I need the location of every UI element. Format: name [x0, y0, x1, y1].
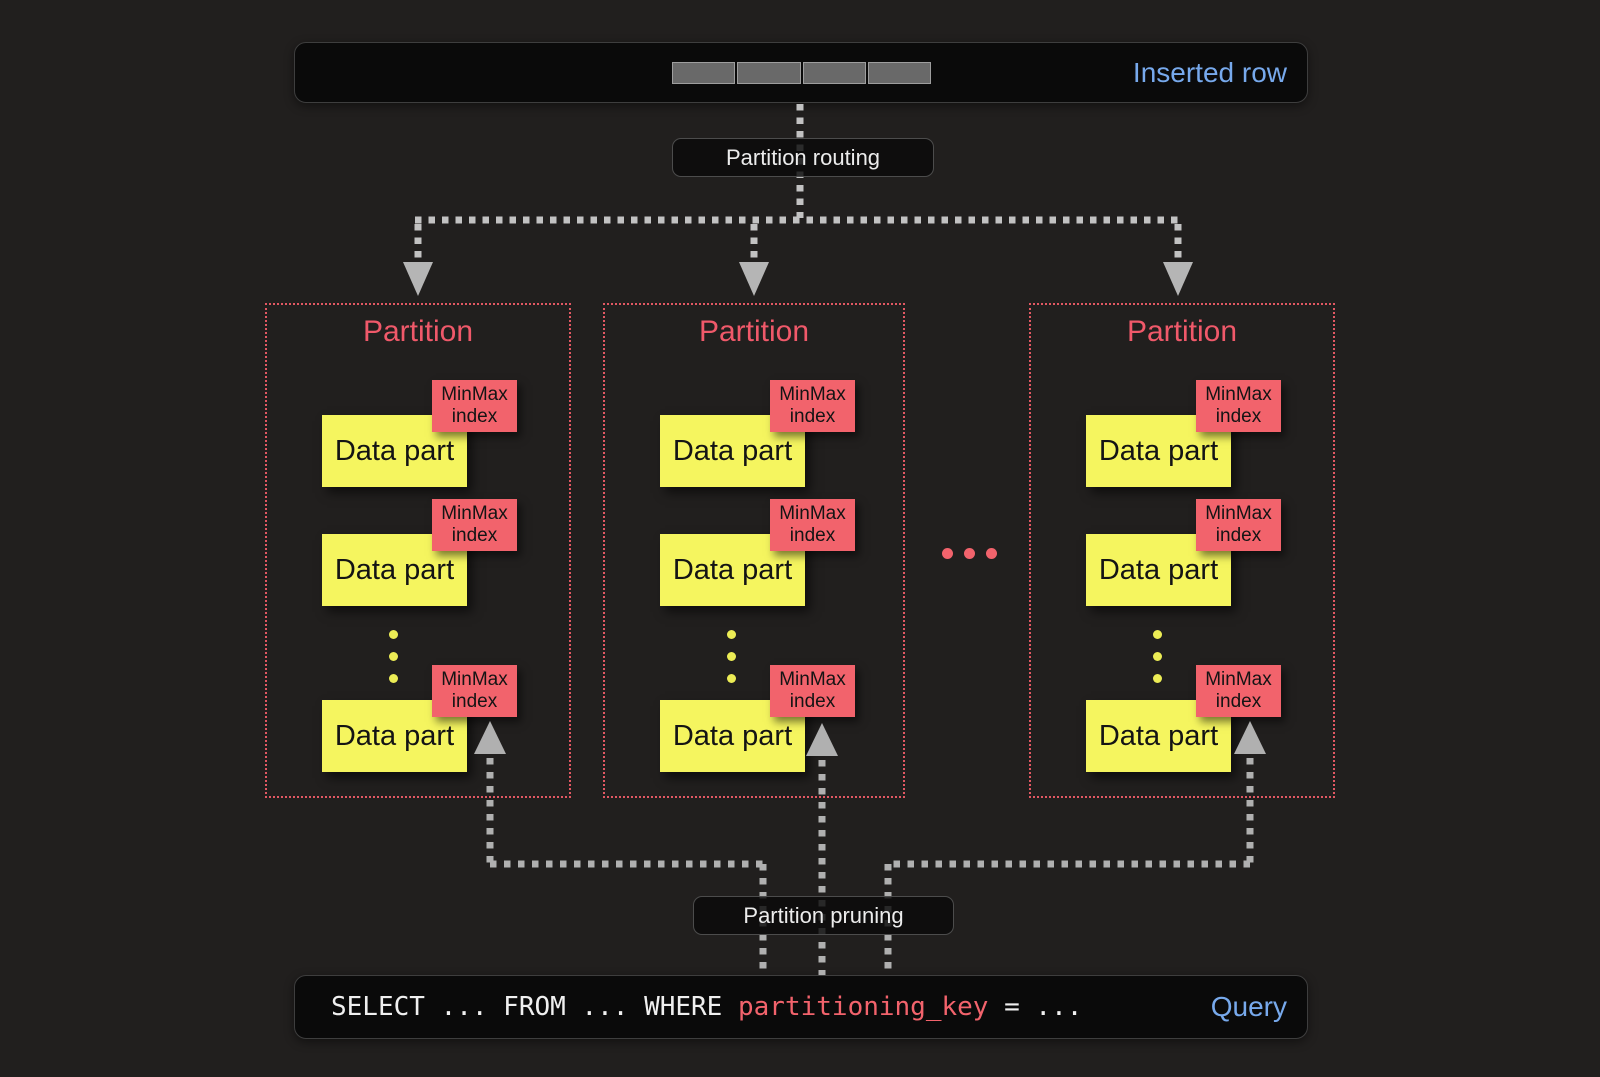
- more-parts-dot: [727, 630, 736, 639]
- partition-routing-label: Partition routing: [672, 138, 934, 177]
- partition-title: Partition: [362, 315, 474, 348]
- row-segment: [672, 62, 736, 84]
- more-parts-dot: [389, 630, 398, 639]
- more-partitions-dot: [964, 548, 975, 559]
- more-parts-dot: [727, 652, 736, 661]
- minmax-index-tag: MinMax index: [1196, 380, 1281, 432]
- partition-box-1: Partition MinMax index Data part MinMax …: [265, 303, 571, 798]
- partition-box-3: Partition MinMax index Data part MinMax …: [1029, 303, 1335, 798]
- minmax-index-tag: MinMax index: [432, 499, 517, 551]
- more-parts-dot: [1153, 674, 1162, 683]
- partition-routing-text: Partition routing: [725, 144, 881, 170]
- minmax-index-tag: MinMax index: [770, 665, 855, 717]
- more-parts-dot: [727, 674, 736, 683]
- more-parts-dot: [389, 674, 398, 683]
- partition-title: Partition: [698, 315, 810, 348]
- query-box: SELECT ... FROM ... WHERE partitioning_k…: [294, 975, 1308, 1039]
- more-parts-dot: [389, 652, 398, 661]
- row-segment: [802, 62, 866, 84]
- routing-arrows: [414, 104, 1182, 262]
- data-part-box: Data part: [1086, 534, 1231, 606]
- sql-query-text: SELECT ... FROM ... WHERE partitioning_k…: [331, 992, 1082, 1022]
- data-part-box: Data part: [1086, 700, 1231, 772]
- partition-title: Partition: [1126, 315, 1238, 348]
- data-part-box: Data part: [322, 700, 467, 772]
- more-parts-dot: [1153, 630, 1162, 639]
- inserted-row-segments: [672, 62, 931, 84]
- more-parts-dot: [1153, 652, 1162, 661]
- sql-text-before: SELECT ... FROM ... WHERE: [331, 992, 723, 1022]
- inserted-row-box: Inserted row: [294, 42, 1308, 103]
- sql-partitioning-key: partitioning_key: [738, 992, 989, 1022]
- routing-arrowheads: [403, 262, 1193, 296]
- minmax-index-tag: MinMax index: [770, 499, 855, 551]
- more-partitions-dot: [942, 548, 953, 559]
- partition-pruning-text: Partition pruning: [743, 902, 904, 928]
- minmax-index-tag: MinMax index: [1196, 499, 1281, 551]
- query-label: Query: [1210, 991, 1287, 1022]
- minmax-index-tag: MinMax index: [432, 380, 517, 432]
- minmax-index-tag: MinMax index: [1196, 665, 1281, 717]
- inserted-row-label: Inserted row: [1132, 56, 1287, 88]
- partition-box-2: Partition MinMax index Data part MinMax …: [603, 303, 905, 798]
- more-partitions-dot: [986, 548, 997, 559]
- data-part-box: Data part: [322, 534, 467, 606]
- row-segment: [867, 62, 931, 84]
- sql-text-after: = ...: [1004, 992, 1083, 1022]
- partition-pruning-label: Partition pruning: [693, 896, 954, 935]
- minmax-index-tag: MinMax index: [432, 665, 517, 717]
- row-segment: [737, 62, 801, 84]
- minmax-index-tag: MinMax index: [770, 380, 855, 432]
